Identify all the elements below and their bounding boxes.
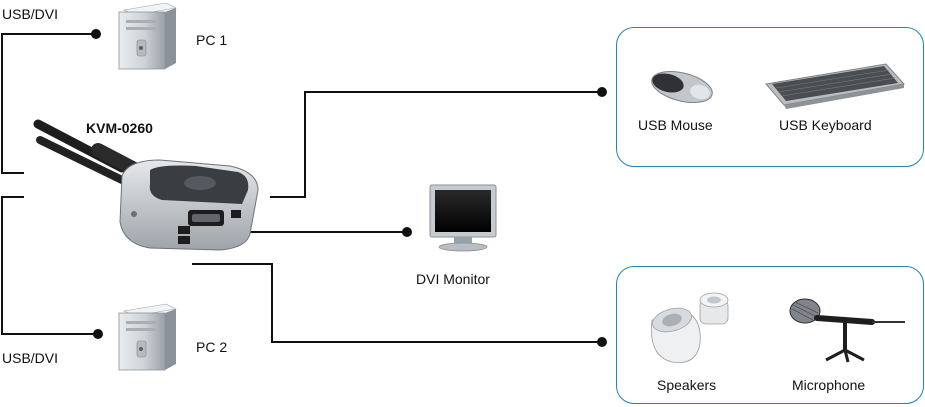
pc2-tower-icon bbox=[118, 303, 177, 371]
microphone-label: Microphone bbox=[792, 377, 866, 393]
pc1-cable bbox=[1, 33, 96, 174]
pc1-tower-icon bbox=[118, 2, 177, 70]
pc1-label: PC 1 bbox=[196, 32, 228, 48]
audio-cable bbox=[192, 263, 602, 343]
usb-dvi-top-label: USB/DVI bbox=[2, 6, 59, 22]
pc2-cable bbox=[1, 196, 98, 335]
connection-lines bbox=[1, 33, 602, 343]
usb-keyboard-label: USB Keyboard bbox=[779, 117, 872, 133]
pc1-connector-dot bbox=[91, 29, 101, 39]
usb-keyboard-icon bbox=[765, 63, 905, 109]
usb-connector-dot bbox=[597, 87, 607, 97]
dvi-monitor-icon bbox=[429, 184, 497, 252]
usb-dvi-bottom-label: USB/DVI bbox=[2, 350, 59, 366]
kvm-switch-device bbox=[33, 119, 259, 251]
kvm-model-label: KVM-0260 bbox=[86, 120, 153, 136]
connection-dots bbox=[91, 29, 607, 347]
microphone-icon bbox=[789, 298, 905, 363]
usb-mouse-icon bbox=[651, 70, 713, 104]
pc2-label: PC 2 bbox=[196, 339, 228, 355]
dvi-monitor-label: DVI Monitor bbox=[416, 271, 490, 287]
audio-connector-dot bbox=[597, 337, 607, 347]
usb-peripherals-cable bbox=[270, 91, 602, 198]
speakers-label: Speakers bbox=[657, 377, 717, 393]
monitor-connector-dot bbox=[402, 227, 412, 237]
usb-mouse-label: USB Mouse bbox=[638, 117, 713, 133]
pc2-connector-dot bbox=[93, 329, 103, 339]
speakers-icon bbox=[651, 292, 729, 363]
